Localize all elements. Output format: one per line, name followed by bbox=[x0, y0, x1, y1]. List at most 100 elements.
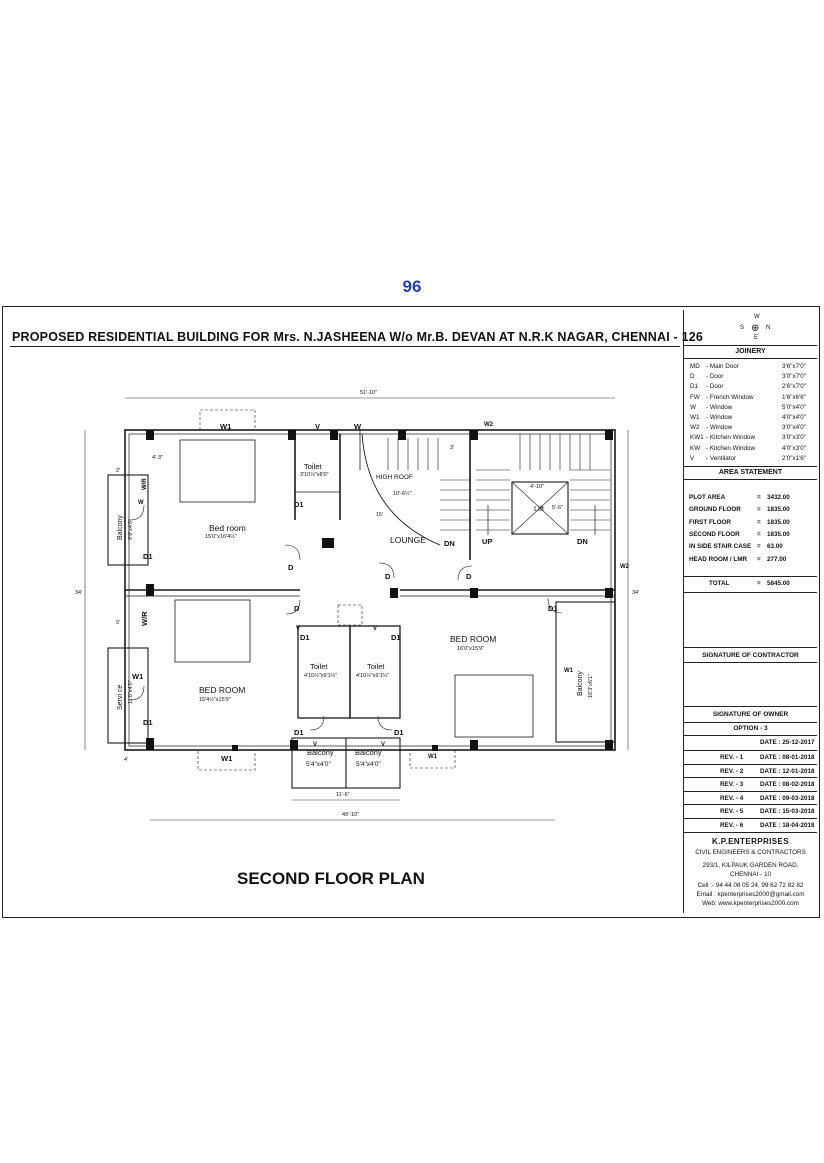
room-balcony-a-size: 5'4"x4'0" bbox=[306, 761, 331, 768]
room-lift: Lift bbox=[534, 504, 545, 513]
drawing-title: PROPOSED RESIDENTIAL BUILDING FOR Mrs. N… bbox=[12, 330, 704, 344]
wardrobe-top: W/R bbox=[142, 478, 148, 490]
room-bedroom3-size: 16'0"x15'9" bbox=[457, 646, 485, 652]
firm-cell: Cell :- 94 44 08 05 24, 99 62 72 82 82 bbox=[697, 882, 804, 889]
stair-dn-right: DN bbox=[577, 537, 588, 546]
joinery-size: 2'6"x7'0" bbox=[782, 383, 807, 391]
revision-row: REV. - 5 DATE : 15-03-2018 bbox=[684, 804, 817, 818]
joinery-desc: - Window bbox=[706, 414, 733, 421]
area-value: 3432.00 bbox=[767, 494, 790, 501]
compass-icon: W S N E ⊕ bbox=[740, 314, 771, 341]
joinery-size: 2'0"x1'6" bbox=[782, 454, 807, 462]
room-lounge: LOUNGE bbox=[390, 535, 426, 545]
dim-bottom: 49'-10" bbox=[342, 812, 360, 818]
room-toilet-a: Toilet bbox=[310, 662, 328, 671]
joinery-code: D bbox=[690, 373, 695, 381]
joinery-code: W bbox=[690, 403, 696, 411]
ventilator-v-toilet-b: V bbox=[373, 626, 378, 632]
door-d-right: D bbox=[466, 572, 472, 581]
option-date: DATE : 25-12-2017 bbox=[760, 739, 815, 746]
revision-date: DATE : 15-03-2018 bbox=[760, 808, 815, 816]
dim-top: 51'-10" bbox=[360, 390, 378, 396]
ventilator-v-top: V bbox=[315, 422, 321, 431]
joinery-size: 1'6"x6'6" bbox=[782, 393, 807, 401]
room-service-size: 11'0"x4'0" bbox=[128, 680, 134, 704]
joinery-size: 3'0"x7'0" bbox=[782, 373, 807, 381]
option-label: OPTION - 3 bbox=[733, 725, 768, 732]
window-w1-top: W1 bbox=[220, 422, 232, 431]
page-number: 96 bbox=[402, 277, 422, 296]
area-statement-heading: AREA STATEMENT bbox=[718, 469, 783, 476]
area-label: GROUND FLOOR bbox=[689, 506, 741, 514]
compass-east: E bbox=[754, 335, 759, 341]
area-value: 63.00 bbox=[767, 543, 783, 551]
window-w1-bottom-right: W1 bbox=[428, 754, 437, 760]
joinery-size: 3'0"x4'0" bbox=[782, 424, 807, 432]
high-roof-label: HIGH ROOF bbox=[376, 474, 413, 481]
joinery-code: KW1 bbox=[690, 434, 704, 442]
door-d-bedroom2: D bbox=[294, 604, 300, 613]
joinery-size: 3'6"x7'0" bbox=[782, 363, 807, 370]
joinery-code: W1 bbox=[690, 414, 700, 421]
joinery-desc: - Main Door bbox=[706, 363, 739, 370]
firm-email: Email : kpenterprises2000@gmail.com bbox=[696, 891, 805, 898]
revision-label: REV. - 4 bbox=[720, 794, 744, 802]
dim-small-2: 2' bbox=[116, 468, 121, 474]
door-d1-balcony-b: D1 bbox=[394, 728, 404, 737]
area-label: HEAD ROOM / LMR bbox=[689, 555, 748, 563]
area-value: 1835.00 bbox=[767, 530, 790, 538]
drawing-sheet bbox=[2, 306, 820, 918]
room-toilet-top-size: 3'10½"x8'0" bbox=[300, 472, 329, 478]
window-w1-right: W1 bbox=[564, 668, 573, 674]
compass-south: S bbox=[740, 325, 745, 331]
firm-address-2: CHENNAI - 10 bbox=[730, 871, 771, 878]
room-toilet-top: Toilet bbox=[304, 462, 322, 471]
room-toilet-b-size: 4'10½"x9'1½" bbox=[356, 673, 390, 679]
revision-date: DATE : 12-01-2018 bbox=[760, 767, 815, 775]
room-balcony-b: Balcony bbox=[355, 748, 382, 757]
joinery-desc: - Window bbox=[706, 403, 733, 411]
dim-balcony-width: 11'-6" bbox=[336, 792, 350, 798]
lift-width: 4'-10" bbox=[530, 484, 545, 490]
joinery-code: V bbox=[690, 454, 695, 462]
joinery-size: 3'0"x3'0" bbox=[782, 434, 807, 442]
room-bedroom2-size: 15'4½"x15'9" bbox=[199, 697, 231, 703]
ventilator-v-balcony-b: V bbox=[381, 742, 386, 748]
window-w-left: W bbox=[138, 500, 144, 506]
area-total-value: 5845.00 bbox=[767, 580, 790, 587]
joinery-code: FW bbox=[690, 393, 700, 401]
high-roof-dim: 10'-6½" bbox=[393, 491, 412, 497]
window-w1-bottom: W1 bbox=[221, 754, 233, 763]
door-d1-toilet-top: D1 bbox=[294, 500, 304, 509]
dim-left: 34' bbox=[75, 590, 83, 596]
area-label: FIRST FLOOR bbox=[689, 518, 731, 526]
room-service: Servi ce bbox=[117, 684, 124, 710]
door-d1-toilet-b: D1 bbox=[391, 633, 401, 642]
door-d1-balcony-a: D1 bbox=[294, 728, 304, 737]
firm-address-1: 293/1, KILPAUK GARDEN ROAD, bbox=[702, 862, 799, 869]
dim-small-5: 5' bbox=[116, 620, 121, 626]
door-d1-balcony: D1 bbox=[143, 552, 153, 561]
joinery-desc: - Door bbox=[706, 383, 724, 391]
area-value: 1835.00 bbox=[767, 506, 790, 514]
lift-height: 5'-6" bbox=[552, 505, 563, 511]
room-toilet-b: Toilet bbox=[367, 662, 385, 671]
firm-name: K.P.ENTERPRISES bbox=[712, 837, 789, 846]
area-value: 1835.00 bbox=[767, 518, 790, 526]
compass-west: W bbox=[754, 314, 760, 320]
room-toilet-a-size: 4'10½"x9'1½" bbox=[304, 673, 338, 679]
joinery-desc: - Kitchen Window bbox=[706, 444, 755, 452]
joinery-desc: - French Window bbox=[706, 393, 754, 401]
window-w2-right: W2 bbox=[620, 564, 629, 570]
room-balcony-a: Balcony bbox=[307, 748, 334, 757]
door-d1-service: D1 bbox=[143, 718, 153, 727]
revision-label: REV. - 3 bbox=[720, 781, 744, 789]
room-bedroom3: BED ROOM bbox=[450, 634, 497, 644]
revision-label: REV. - 5 bbox=[720, 808, 744, 816]
